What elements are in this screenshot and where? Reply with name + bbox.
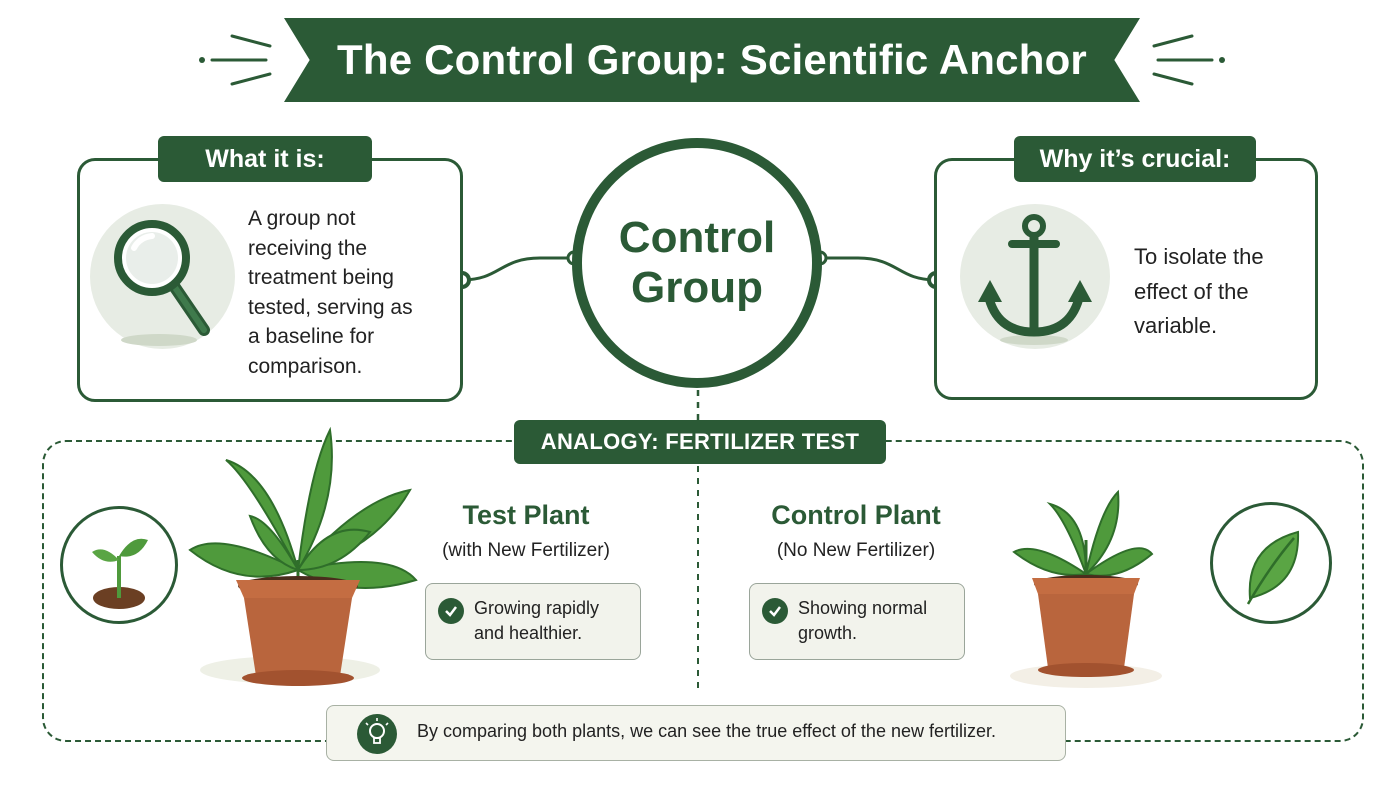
check-icon — [438, 598, 464, 624]
definition-text: A group not receiving the treatment bein… — [248, 204, 413, 381]
magnifier-icon — [114, 220, 210, 346]
importance-line: To isolate the — [1134, 244, 1264, 269]
title-accent-right — [1152, 34, 1225, 86]
definition-line: tested, serving as — [248, 295, 413, 319]
status-line: Growing rapidly — [474, 598, 600, 618]
sprout-icon — [92, 538, 148, 609]
center-label-line: Group — [631, 263, 763, 312]
definition-line: a baseline for — [248, 325, 375, 348]
status-line: growth. — [798, 623, 858, 643]
test-plant-title: Test Plant — [462, 500, 590, 530]
definition-tab: What it is: — [158, 136, 372, 182]
definition-line: comparison. — [248, 354, 363, 378]
center-label-line: Control — [618, 213, 776, 262]
analogy-tab: ANALOGY: FERTILIZER TEST — [514, 420, 886, 464]
page-title: The Control Group: Scientific Anchor — [337, 36, 1087, 83]
analogy-tab-label: ANALOGY: FERTILIZER TEST — [540, 429, 860, 454]
test-plant-status-text: Growing rapidly and healthier. — [474, 596, 599, 646]
control-group-circle: Control Group — [572, 138, 822, 388]
control-plant-subtitle: (No New Fertilizer) — [776, 540, 936, 561]
test-plant-subtitle: (with New Fertilizer) — [442, 540, 610, 561]
definition-line: A group not — [248, 207, 356, 230]
importance-tab-label: Why it’s crucial: — [1039, 144, 1231, 173]
control-plant-illustration — [1010, 489, 1162, 688]
test-plant-illustration — [188, 426, 418, 686]
check-icon — [762, 598, 788, 624]
definition-line: treatment being — [248, 266, 394, 289]
control-plant-status: Showing normal growth. — [749, 583, 965, 660]
control-plant-status-text: Showing normal growth. — [798, 596, 927, 646]
status-line: and healthier. — [474, 623, 583, 643]
definition-line: receiving the — [248, 236, 368, 260]
status-line: Showing normal — [798, 598, 928, 618]
importance-line: variable. — [1134, 313, 1218, 338]
leaf-icon — [1246, 530, 1300, 605]
definition-tab-label: What it is: — [205, 144, 325, 173]
importance-line: effect of the — [1134, 278, 1249, 304]
title-accent-left — [199, 34, 272, 86]
control-plant-title: Control Plant — [771, 500, 941, 530]
test-plant-status: Growing rapidly and healthier. — [425, 583, 641, 660]
importance-tab: Why it’s crucial: — [1014, 136, 1256, 182]
conclusion-text: By comparing both plants, we can see the… — [417, 721, 996, 741]
lightbulb-icon — [357, 714, 397, 754]
anchor-icon — [978, 214, 1092, 345]
conclusion-note: By comparing both plants, we can see the… — [326, 705, 1066, 761]
importance-text: To isolate the effect of the variable. — [1134, 240, 1264, 344]
title-banner: The Control Group: Scientific Anchor — [284, 18, 1140, 102]
